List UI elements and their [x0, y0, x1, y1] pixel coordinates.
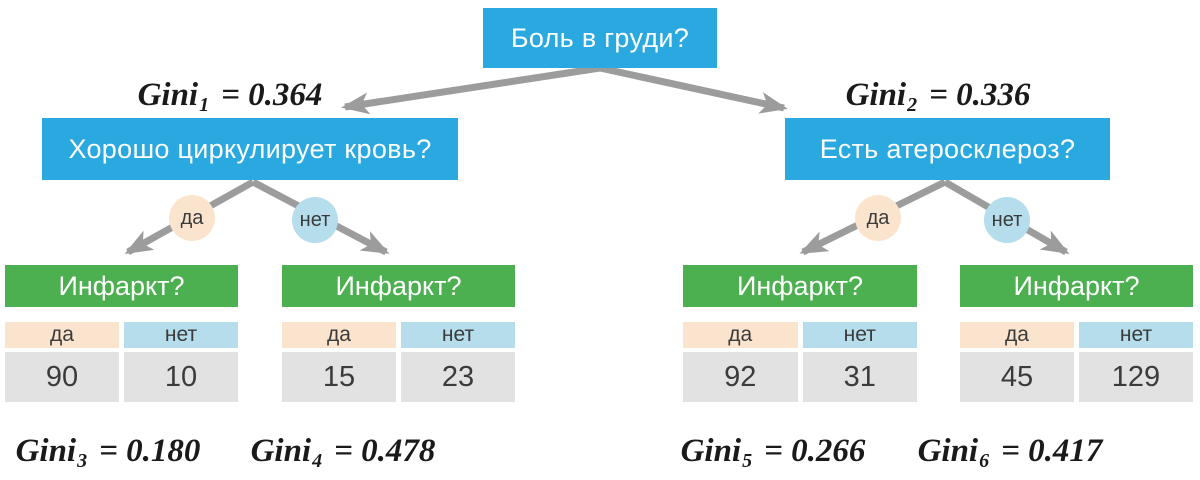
leaf-table-4: Инфаркт? да нет 45 129	[960, 265, 1193, 402]
node-left-question: Хорошо циркулирует кровь?	[42, 118, 458, 180]
cell-value-yes: 15	[282, 352, 396, 402]
cell-value-no: 23	[401, 352, 515, 402]
leaf-table-1: Инфаркт? да нет 90 10	[5, 265, 238, 402]
gini-equation: = 0.336	[929, 76, 1031, 113]
col-header-no: нет	[1079, 322, 1193, 348]
cell-value-yes: 92	[683, 352, 798, 402]
col-header-yes: да	[683, 322, 798, 348]
cell-value-no: 31	[802, 352, 917, 402]
leaf-table-3: Инфаркт? да нет 92 31	[683, 265, 917, 402]
node-right-question: Есть атеросклероз?	[785, 118, 1110, 180]
edge-root-to-right	[599, 64, 788, 114]
col-header-yes: да	[960, 322, 1074, 348]
gini-equation: = 0.364	[221, 76, 323, 113]
gini-base: Gini	[917, 432, 979, 469]
edge-label-no-right: нет	[984, 197, 1030, 243]
edge-label-yes-right: да	[855, 195, 901, 241]
gini-equation: = 0.180	[99, 432, 201, 469]
edge-root-to-left	[341, 64, 601, 115]
col-header-no: нет	[124, 322, 238, 348]
edge-label-yes-left: да	[169, 195, 215, 241]
edge-label-no-left: нет	[292, 197, 338, 243]
gini-equation: = 0.266	[764, 432, 866, 469]
gini-equation: = 0.478	[334, 432, 436, 469]
gini-base: Gini	[845, 76, 907, 113]
leaf-table-2: Инфаркт? да нет 15 23	[282, 265, 515, 402]
col-header-yes: да	[5, 322, 119, 348]
col-header-no: нет	[802, 322, 917, 348]
gini-base: Gini	[137, 76, 199, 113]
leaf-grid: да нет 92 31	[683, 322, 917, 402]
leaf-grid: да нет 15 23	[282, 322, 515, 402]
leaf-grid: да нет 45 129	[960, 322, 1193, 402]
cell-value-yes: 90	[5, 352, 119, 402]
cell-value-yes: 45	[960, 352, 1074, 402]
col-header-yes: да	[282, 322, 396, 348]
leaf-title: Инфаркт?	[5, 265, 238, 307]
cell-value-no: 10	[124, 352, 238, 402]
gini-base: Gini	[680, 432, 742, 469]
cell-value-no: 129	[1079, 352, 1193, 402]
col-header-no: нет	[401, 322, 515, 348]
gini-base: Gini	[250, 432, 312, 469]
leaf-title: Инфаркт?	[960, 265, 1193, 307]
gini-equation: = 0.417	[1001, 432, 1103, 469]
leaf-grid: да нет 90 10	[5, 322, 238, 402]
leaf-title: Инфаркт?	[282, 265, 515, 307]
node-root-question: Боль в груди?	[483, 8, 717, 68]
gini-base: Gini	[15, 432, 77, 469]
leaf-title: Инфаркт?	[683, 265, 917, 307]
